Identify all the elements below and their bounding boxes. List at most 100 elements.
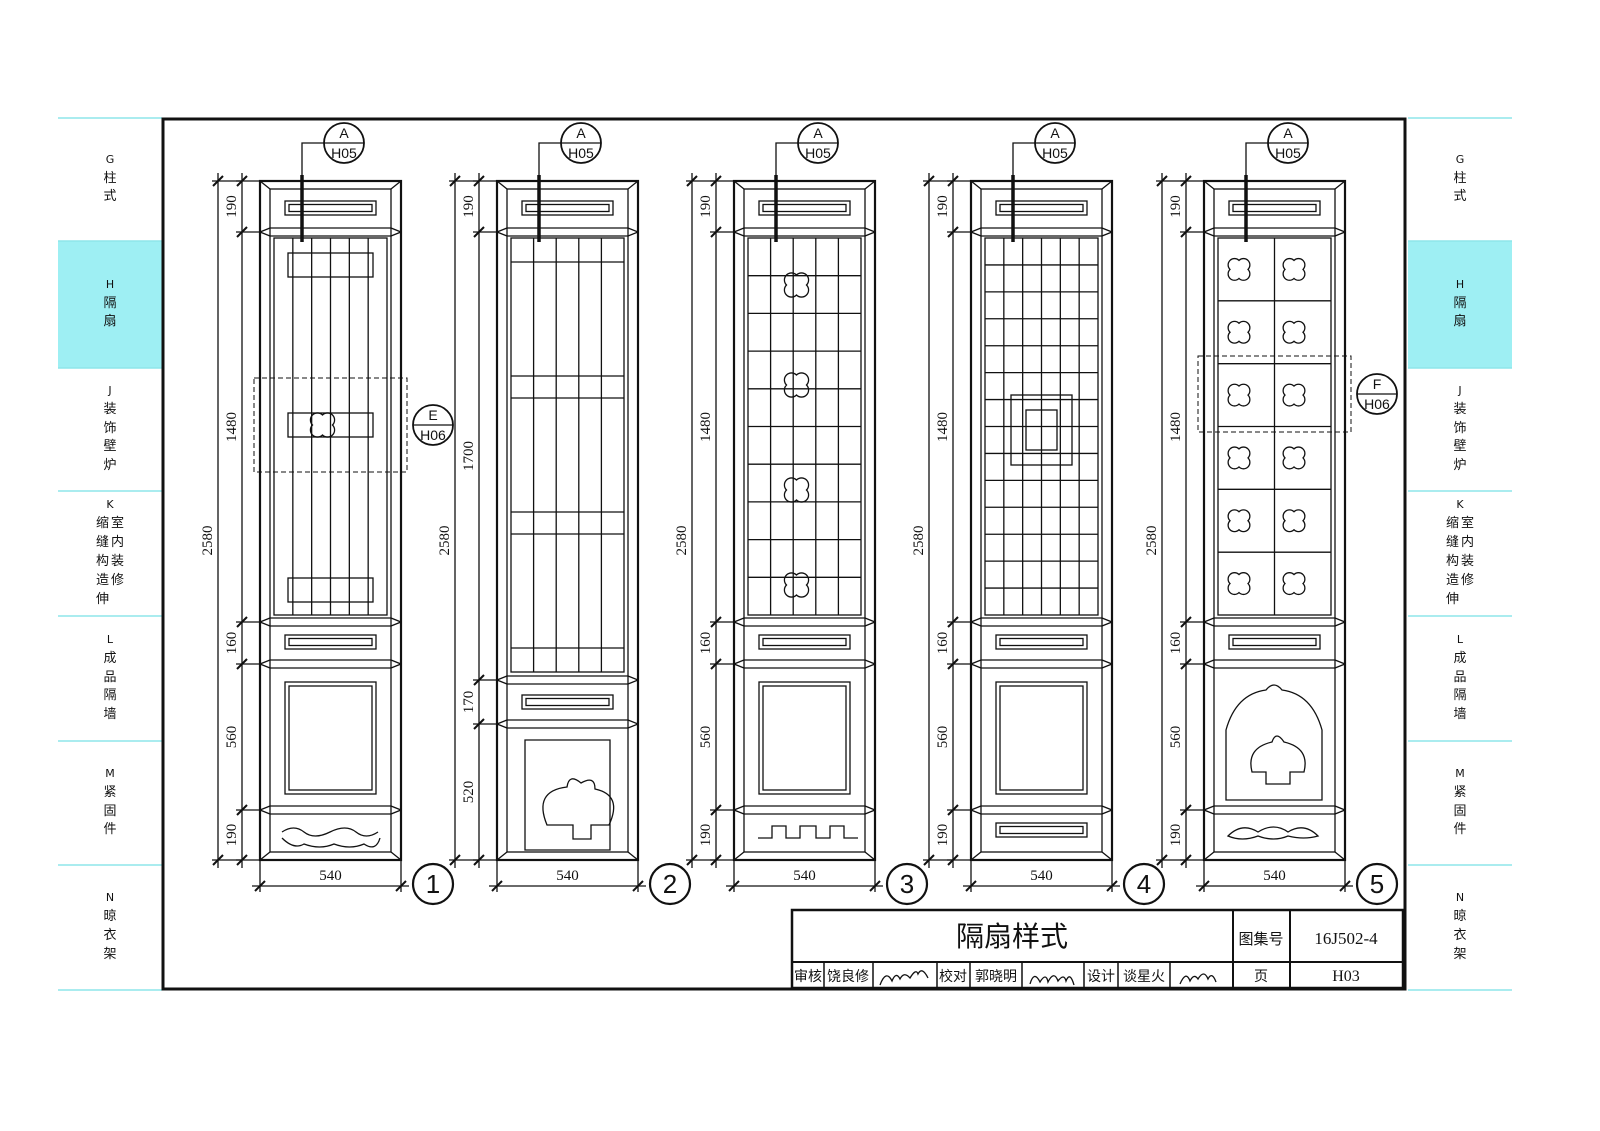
door-rail: [1203, 227, 1215, 233]
section-tab-name-column: 缩缝构造伸: [1446, 515, 1459, 609]
designer-signature: [1179, 973, 1217, 985]
door-rail: [496, 231, 508, 237]
section-leader: [1245, 142, 1269, 190]
door-number-circle: [885, 862, 929, 906]
section-tab-k[interactable]: K 室内装修缩缝构造伸: [58, 491, 162, 616]
dimension-label: 2580: [437, 526, 453, 556]
door-rail: [259, 227, 271, 233]
section-tab-name: 装饰壁炉: [1453, 401, 1466, 476]
door-rail: [1334, 659, 1346, 665]
section-tab-name-column: 室内装修: [1461, 515, 1474, 609]
section-tab-code: N: [1455, 891, 1465, 905]
lattice-cross-frame: [287, 252, 374, 278]
section-tab-char: 紧: [103, 784, 117, 800]
door-rail: [1101, 809, 1113, 815]
section-tab-char: 固: [1453, 803, 1467, 819]
section-tab-char: 隔: [1453, 295, 1467, 311]
dimension-label: 160: [224, 632, 240, 655]
section-tab-char: 晾: [103, 909, 117, 925]
door-number: 2: [663, 869, 677, 899]
section-leader: [1012, 142, 1036, 190]
dimension-label: 160: [1168, 632, 1184, 655]
section-tab-k[interactable]: K 室内装修缩缝构造伸: [1408, 491, 1512, 616]
section-tab-char: 内: [1461, 535, 1475, 551]
quatrefoil-ornament: [1227, 257, 1251, 281]
door-rail: [390, 231, 402, 237]
door-rail: [1334, 227, 1346, 233]
door-slot-inner: [525, 697, 610, 707]
bubble-top-label: F: [1373, 376, 1382, 392]
frame-bevel: [970, 851, 982, 861]
door-slot-inner: [288, 203, 373, 213]
section-tab-code: K: [106, 498, 114, 512]
title-block: 隔扇样式 图集号 16J502-4 审核 饶良修 校对 郭晓明 设计 谈星火 页…: [790, 908, 1405, 990]
section-tab-char: 缩: [95, 516, 109, 532]
section-tab-char: 柱: [1453, 170, 1467, 186]
section-tab-name-column: 装饰壁炉: [103, 401, 116, 476]
section-tab-name: 室内装修缩缝构造伸: [96, 515, 124, 609]
section-tab-name: 柱式: [103, 170, 116, 208]
section-tab-code: H: [105, 277, 115, 291]
door-carved-apron: [1226, 826, 1320, 840]
section-tab-char: 件: [1453, 822, 1467, 838]
door-rail: [627, 723, 639, 729]
quatrefoil-ornament: [783, 272, 810, 298]
door-rail: [259, 809, 271, 815]
dimension-label: 560: [935, 726, 951, 749]
section-tab-j[interactable]: J 装饰壁炉: [58, 368, 162, 491]
door-rail: [1334, 231, 1346, 237]
section-tab-char: 饰: [1453, 420, 1467, 436]
review-label: 审核: [794, 969, 822, 985]
dimension-label: 1480: [224, 412, 240, 442]
frame-bevel: [1203, 851, 1215, 861]
dimension-label: 540: [1030, 868, 1053, 884]
section-tab-char: 饰: [103, 420, 117, 436]
check-label: 校对: [939, 968, 967, 985]
section-tab-name-column: 隔扇: [103, 295, 116, 333]
dimension-label: 190: [224, 824, 240, 847]
section-tab-code: J: [108, 383, 112, 397]
section-tab-char: 晾: [1453, 909, 1467, 925]
section-tab-code: K: [1456, 498, 1464, 512]
door-rail: [627, 227, 639, 233]
door-rail: [1101, 227, 1113, 233]
section-tab-char: 缝: [95, 535, 109, 551]
door-lower-panel-inner: [999, 685, 1084, 791]
section-tab-name-column: 装饰壁炉: [1453, 401, 1466, 476]
section-tab-char: 衣: [1453, 928, 1467, 944]
frame-bevel: [864, 180, 876, 190]
door-rail: [259, 621, 271, 627]
section-tab-h[interactable]: H 隔扇: [58, 241, 162, 368]
door-number: 3: [900, 869, 914, 899]
dimension-label: 2580: [674, 526, 690, 556]
door-rail: [390, 227, 402, 233]
quatrefoil-ornament: [309, 412, 336, 438]
section-tab-char: 缩: [1445, 516, 1459, 532]
dimension-label: 160: [698, 632, 714, 655]
section-tab-name: 柱式: [1453, 170, 1466, 208]
section-tab-code: M: [1455, 766, 1465, 780]
door-slot-panel: [284, 200, 377, 216]
section-tab-name-column: 柱式: [1453, 170, 1466, 208]
dimension-label: 2580: [200, 526, 216, 556]
atlas-number: 16J502-4: [1314, 929, 1378, 948]
door-rail: [970, 809, 982, 815]
section-tab-code: N: [105, 891, 115, 905]
section-tab-code: L: [1456, 632, 1464, 646]
door-number-circle: [411, 862, 455, 906]
door-rail: [864, 805, 876, 811]
dimension-label: 2580: [911, 526, 927, 556]
